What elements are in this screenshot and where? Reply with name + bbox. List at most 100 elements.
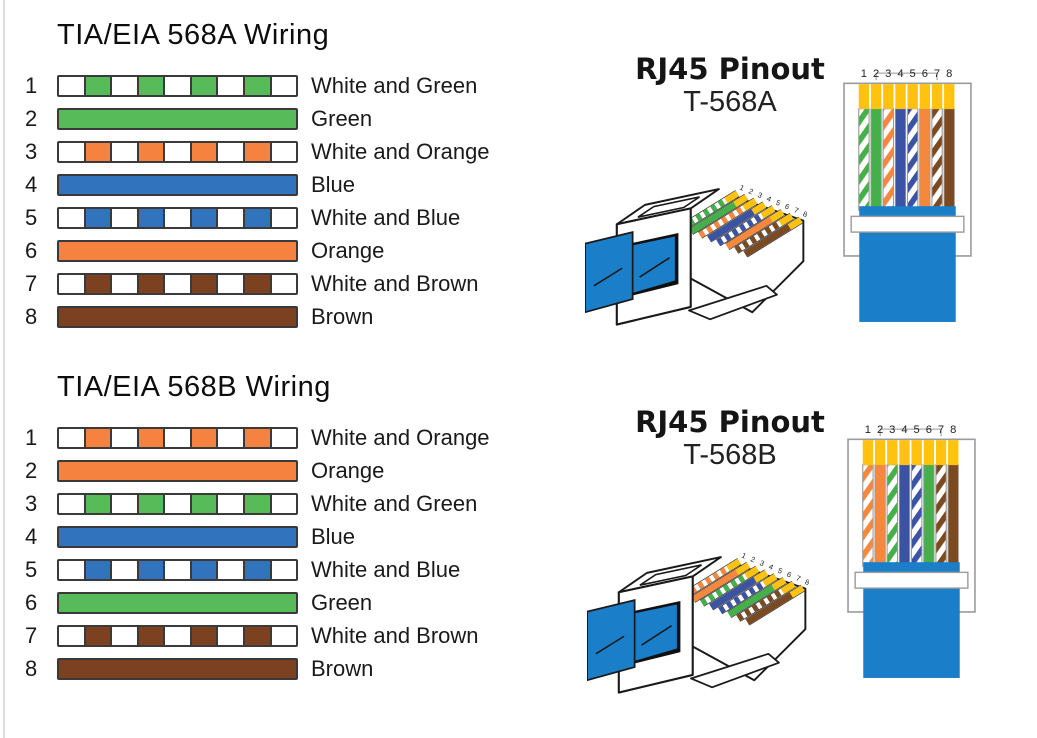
3d-wire-5 [718,573,778,615]
wire-label: Blue [311,524,356,549]
3d-pin-number: 8 [804,577,809,587]
stripe-white-segment [112,627,137,645]
stripe-white-segment [271,209,296,227]
gold-pin-4 [895,84,906,110]
3d-wire-2 [690,561,751,603]
stripe-white-segment [218,77,243,95]
front-pin-number: 4 [897,68,903,80]
wire-pin-number: 3 [25,491,38,516]
stripe-white-segment [165,143,190,161]
latch-hole [637,196,700,218]
pinout-title-568a: RJ45 Pinout [635,52,825,86]
gold-pin-8 [948,440,959,466]
wire-color-bar [57,625,298,647]
stripe-color-segment [242,275,272,293]
stripe-white-segment [271,77,296,95]
pinout-header-568a: RJ45 Pinout T-568A [610,52,850,119]
wire-pin-number: 6 [25,238,38,263]
3d-pin-number: 4 [767,562,774,572]
stripe-white-segment [59,209,84,227]
wire-color-bar [57,493,298,515]
wire-label: White and Brown [311,623,479,648]
front-wire-6 [923,464,935,567]
blue-cable-3d [586,599,636,682]
stripe-white-segment [165,627,190,645]
3d-pin-number: 3 [758,558,765,568]
connector-latch [688,284,778,321]
gold-pin-5 [911,440,922,466]
wire-color-bar [57,658,298,680]
cable-in-opening [632,236,675,293]
3d-pin-number: 2 [749,554,756,564]
3d-wire-6 [727,577,787,618]
stripe-white-segment [59,561,84,579]
front-wire-6 [919,108,931,211]
front-wire-4 [894,108,907,211]
stripe-white-segment [218,429,243,447]
wire-label: Green [311,106,373,131]
front-wire-stripes [886,464,898,567]
stripe-color-segment [189,627,219,645]
wire-label: Brown [311,656,374,681]
wire-label: Green [311,590,373,615]
stripe-white-segment [112,429,137,447]
connector-latch [690,652,780,689]
stripe-white-segment [112,209,137,227]
stripe-color-segment [83,429,113,447]
gold-pin-8 [944,84,955,110]
gold-pin-2 [874,440,886,466]
blue-cable-3d [584,231,634,314]
stripe-white-segment [112,275,137,293]
pinout-subtitle-568b: T-568B [683,439,777,471]
stripe-white-segment [271,143,296,161]
wire-pin-number: 5 [25,557,38,582]
stripe-white-segment [165,209,190,227]
wire-row: 2 Orange [20,458,520,483]
3d-pin-number: 2 [747,186,754,196]
stripe-color-segment [136,561,166,579]
front-wire-stripes [858,108,870,211]
stripe-color-segment [242,209,272,227]
stripe-white-segment [271,275,296,293]
3d-wire-5 [716,205,776,247]
stripe-color-segment [83,77,113,95]
3d-wire-8 [745,584,805,626]
stripe-color-segment [189,209,219,227]
gold-pin-3 [883,84,894,110]
3d-wire-4 [709,569,769,611]
wire-label: Brown [311,304,374,329]
wire-color-bar [57,108,298,130]
front-wire-stripes [935,464,947,567]
stripe-color-segment [83,275,113,293]
cable-in-opening [634,604,677,661]
wire-label: Orange [311,458,385,483]
latch-hole [639,564,702,586]
stripe-color-segment [242,77,272,95]
wire-pin-number: 2 [25,458,38,483]
wire-color-bar [57,559,298,581]
wire-color-bar [57,427,298,449]
wire-color-bar [57,174,298,196]
front-pin-number: 8 [950,424,956,436]
stripe-white-segment [112,77,137,95]
gold-pin-7 [931,84,943,110]
stripe-color-segment [83,561,113,579]
stripe-color-segment [242,627,272,645]
stripe-white-segment [165,275,190,293]
front-wire-stripes [882,108,894,211]
wire-color-bar [57,207,298,229]
wire-row: 4 Blue [20,524,520,549]
wire-pin-number: 4 [25,524,38,549]
stripe-color-segment [242,561,272,579]
